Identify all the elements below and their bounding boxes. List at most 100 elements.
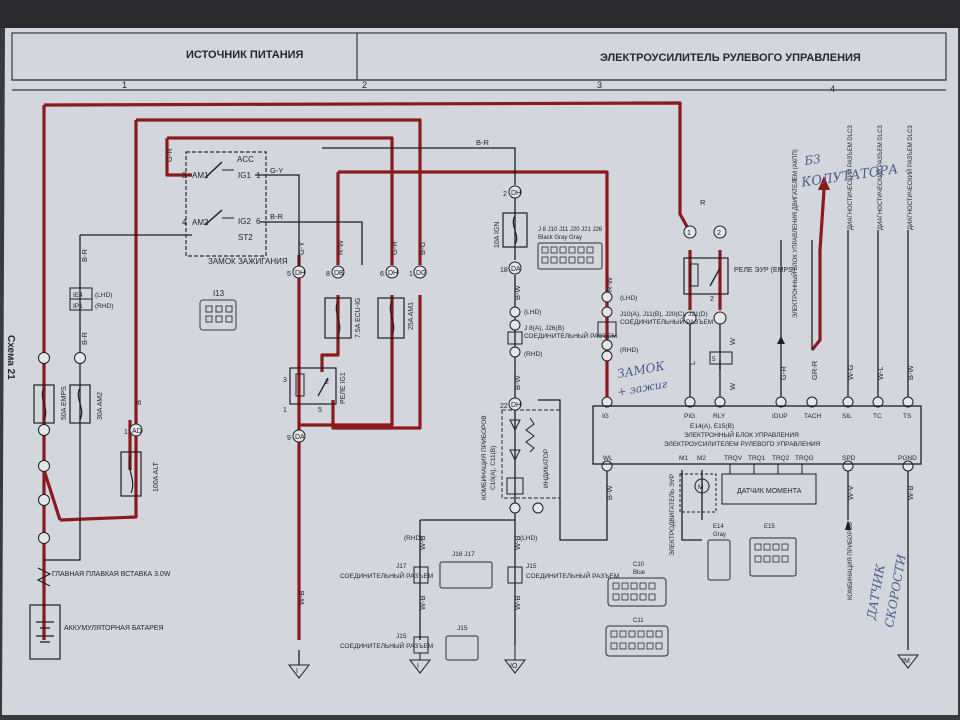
battery: ГЛАВНАЯ ПЛАВКАЯ ВСТАВКА 3.0W АККУМУЛЯТОР… <box>29 567 171 660</box>
ecu-title-1: ЭЛЕКТРОННЫЙ БЛОК УПРАВЛЕНИЯ <box>684 430 799 439</box>
conn-dh-6: DH <box>388 270 398 277</box>
ign-pin-ig1: IG1 <box>238 171 251 180</box>
pin-8: 8 <box>326 271 330 278</box>
j15-id: J15 <box>396 633 407 640</box>
relay-ig1-pin-1: 1 <box>283 407 287 414</box>
ecu-pin-ts: TS <box>903 413 912 420</box>
wire-code-br: B-R <box>270 212 284 221</box>
ecu-pin-pgnd: PGND <box>898 455 917 462</box>
wire-code-gr-3: G-R <box>779 366 788 380</box>
cluster-title: КОМБИНАЦИЯ ПРИБОРОВ <box>481 415 488 500</box>
relay-emps-label: РЕЛЕ ЭУР (EMPS) <box>734 267 795 274</box>
motor-label: ЭЛЕКТРОДВИГАТЕЛЬ ЭУР <box>669 474 676 556</box>
signal-wires <box>44 147 909 665</box>
indicator-label: ИНДИКАТОР <box>543 449 550 488</box>
ecu-pin-ig: IG <box>602 413 609 420</box>
rhd-joint: (RHD) <box>404 535 422 542</box>
ign-pin-am2: AM2 <box>192 218 209 227</box>
ground-i-2: I <box>417 663 419 670</box>
wire-code-wb-2: W-B <box>297 591 306 605</box>
ecu-pin-wl: WL <box>603 455 613 462</box>
wire-code-gr: G-R <box>165 148 174 162</box>
ecu-pin-trq1: TRQ1 <box>748 455 766 462</box>
column-1: 1 <box>122 80 127 90</box>
junction-a2: J 8(A), J26(B) <box>524 325 564 332</box>
ign-pin-acc: ACC <box>237 155 254 164</box>
ign-pin-ig2: IG2 <box>238 217 251 226</box>
ecu-id: E14(A), E15(B) <box>690 423 734 430</box>
relay-emps-pin-2: 2 <box>710 296 714 303</box>
ecu-pin-spd: SPD <box>842 455 856 462</box>
ecu-pin-m2: M2 <box>697 455 706 462</box>
fuses <box>33 212 528 497</box>
ecu-pin-trq2: TRQ2 <box>772 455 790 462</box>
pin-5: 5 <box>287 271 291 278</box>
ign-pin-am1: AM1 <box>192 171 209 180</box>
battery-label: АККУМУЛЯТОРНАЯ БАТАРЕЯ <box>64 625 164 632</box>
power-wires <box>42 101 826 640</box>
junction-rhd: (RHD) <box>620 347 638 354</box>
header <box>11 32 947 91</box>
wire-code-rw: R-W <box>336 239 345 255</box>
fuse-10a-ign: 10A IGN <box>494 222 501 248</box>
j15-id-3: J15 <box>526 563 537 570</box>
ignition-connector-id: I13 <box>213 289 225 298</box>
junction-a: J10(A), J11(B), J20(C), J21(D) <box>620 311 708 318</box>
torque-sensor-label: ДАТЧИК МОМЕНТА <box>737 488 802 495</box>
wire-code-bw-4: B-W <box>906 365 915 381</box>
paper <box>2 10 958 715</box>
rhd-label: (RHD) <box>95 303 113 310</box>
combination-meter: ИНДИКАТОР КОМБИНАЦИЯ ПРИБОРОВ C10(A), C1… <box>481 409 561 500</box>
ign-pin-3: 3 <box>182 171 187 180</box>
ground-io: IO <box>510 663 518 670</box>
pin-relay-2: 2 <box>717 230 721 237</box>
pin-ad-1: 1 <box>124 429 128 436</box>
conn-ip1: IP1 <box>73 303 83 310</box>
wire-code-br-top: B-R <box>476 138 490 147</box>
lhd-label: (LHD) <box>95 292 112 299</box>
wire-code-rw-2: R-W <box>605 276 614 292</box>
wire-code-wg: W-G <box>846 365 855 380</box>
fuse-100a-alt: 100A ALT <box>153 461 160 492</box>
pin-1: 1 <box>409 271 413 278</box>
connector-ie4: IE4 IP1 (LHD) (RHD) <box>69 287 113 311</box>
ecu-pin-idup: IDUP <box>772 413 788 420</box>
grounds: I I IO IM <box>287 645 920 679</box>
wire-code-gy-2: G-Y <box>297 242 306 255</box>
ecu-pin-rly: RLY <box>713 413 726 420</box>
ignition-switch: ЗАМОК ЗАЖИГАНИЯ I13 3 AM1 4 AM2 ACC IG1 … <box>182 151 288 331</box>
junction-lhd-2: (LHD) <box>524 309 541 316</box>
joint-connectors: J17 СОЕДИНИТЕЛЬНЫЙ РАЗЪЕМ J16 J17 J15 СО… <box>340 535 619 661</box>
wire-code-b: B <box>134 400 143 405</box>
note-b3: Б3 <box>802 152 822 168</box>
ie5-pin: 5 <box>712 356 716 363</box>
ign-pin-4: 4 <box>182 218 187 227</box>
wire-code-wv: W-V <box>846 486 855 500</box>
relay-ig1-pin-2: 2 <box>325 379 329 386</box>
side-label: Схема 21 <box>5 335 16 380</box>
junction-conn-label: СОЕДИНИТЕЛЬНЫЙ РАЗЪЕМ <box>620 317 713 326</box>
wire-code-w: W <box>728 337 737 345</box>
section-title-left: ИСТОЧНИК ПИТАНИЯ <box>186 49 304 61</box>
pin-relay-1: 1 <box>687 230 691 237</box>
wire-code-wb-4: W-B <box>513 596 522 610</box>
conn-ie4: IE4 <box>73 292 83 299</box>
j16-j17-ids: J16 J17 <box>452 551 475 558</box>
wire-code-l: L <box>688 361 697 365</box>
ecu-pin-m1: M1 <box>679 455 688 462</box>
svg-text:M: M <box>698 484 703 491</box>
fuse-50a-emps: 50A EMPS <box>61 386 68 420</box>
c11-label: C11 <box>633 618 644 624</box>
relay-ig1: РЕЛЕ IG1 3 2 1 5 <box>283 367 347 414</box>
emps-ecu: IG PIG RLY IDUP TACH SIL TC TS E14(A), E… <box>592 405 922 581</box>
fusible-link-label: ГЛАВНАЯ ПЛАВКАЯ ВСТАВКА 3.0W <box>52 571 171 578</box>
conn-dh-5: DH <box>295 270 305 277</box>
arrow-head <box>818 176 830 190</box>
relay-ig1-pin-5: 5 <box>318 407 322 414</box>
ground-im: IM <box>902 658 910 665</box>
ground-i: I <box>296 668 298 675</box>
junction-conn-label-2: СОЕДИНИТЕЛЬНЫЙ РАЗЪЕМ <box>524 331 617 340</box>
j17-label: СОЕДИНИТЕЛЬНЫЙ РАЗЪЕМ <box>340 571 433 580</box>
